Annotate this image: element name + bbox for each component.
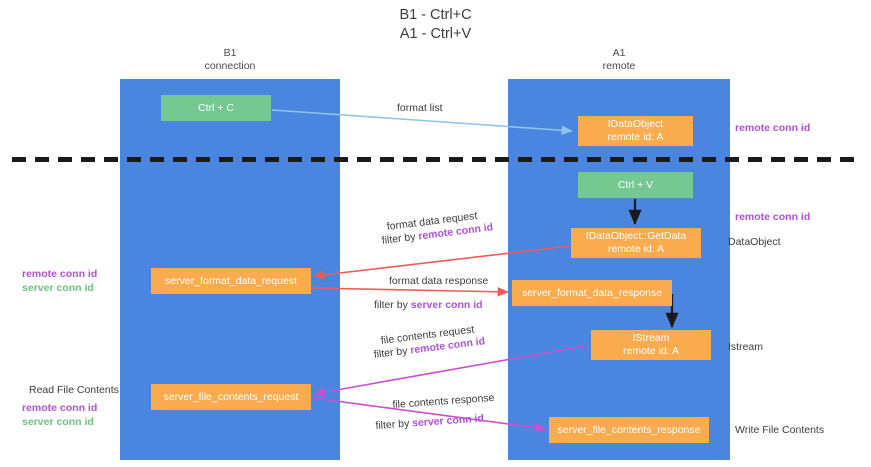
page-title: B1 - Ctrl+C A1 - Ctrl+V [0, 6, 871, 44]
box-server-format-data-request[interactable]: server_format_data_request [151, 268, 311, 294]
page-title-line2: A1 - Ctrl+V [399, 26, 472, 42]
column-header-a1: A1 remote [508, 47, 730, 72]
column-header-a1-role: remote [602, 59, 636, 72]
filter-key-server-conn-id: server conn id [410, 299, 483, 311]
side-label-left-server-conn-id-2: server conn id [22, 415, 94, 428]
box-ctrl-c-label: Ctrl + C [198, 101, 234, 114]
side-label-read-file-contents: Read File Contents [29, 384, 119, 396]
box-idataobject[interactable]: IDataObject remote id: A [578, 116, 693, 146]
box-server-file-contents-request-label: server_file_contents_request [163, 390, 299, 403]
box-server-format-data-response-label: server_format_data_response [521, 286, 663, 299]
column-header-b1-role: connection [204, 59, 256, 72]
box-server-file-contents-response-label: server_file_contents_response [557, 423, 701, 436]
box-idataobject-line2: remote id: A [607, 131, 664, 143]
box-idataobject-getdata-line1: IDataObject::GetData [585, 230, 687, 242]
arrow-label-format-data-response: format data response [389, 275, 489, 287]
side-label-remote-conn-id-top: remote conn id [735, 122, 811, 134]
side-label-left-remote-conn-id-2: remote conn id [22, 402, 98, 414]
column-header-a1-name: A1 [612, 47, 626, 59]
side-label-remote-conn-id-mid: remote conn id [735, 211, 811, 223]
page-title-line1: B1 - Ctrl+C [399, 7, 472, 23]
side-label-dataobject: DataObject [728, 236, 781, 248]
filter-prefix: filter by [375, 417, 413, 432]
box-istream-line1: IStream [632, 332, 670, 344]
box-ctrl-c[interactable]: Ctrl + C [161, 95, 271, 121]
box-server-file-contents-request[interactable]: server_file_contents_request [151, 384, 311, 410]
side-label-left-conn-ids-top: remote conn id server conn id [22, 268, 97, 295]
arrow-label-format-data-response-filter: filter by server conn id [374, 298, 483, 312]
box-idataobject-line1: IDataObject [607, 118, 664, 130]
side-label-write-file-contents: Write File Contents [735, 424, 825, 436]
column-header-b1-name: B1 [223, 47, 237, 59]
box-istream-line2: remote id: A [622, 345, 680, 357]
filter-key-server-conn-id: server conn id [411, 412, 485, 430]
box-server-format-data-response[interactable]: server_format_data_response [512, 280, 672, 306]
side-label-left-server-conn-id-1: server conn id [22, 281, 94, 294]
section-divider [12, 157, 859, 162]
arrow-label-file-contents-response-filter: filter by server conn id [375, 411, 484, 433]
filter-prefix: filter by [374, 299, 411, 311]
arrow-label-format-list: format list [397, 102, 443, 114]
side-label-istream: Istream [728, 341, 764, 353]
box-server-format-data-request-label: server_format_data_request [165, 274, 297, 287]
filter-prefix: filter by [373, 344, 412, 361]
box-ctrl-v-label: Ctrl + V [617, 178, 654, 191]
box-ctrl-v[interactable]: Ctrl + V [578, 172, 693, 198]
box-server-file-contents-response[interactable]: server_file_contents_response [549, 417, 709, 443]
filter-prefix: filter by [381, 230, 420, 247]
arrow-label-file-contents-response: file contents response [392, 391, 495, 411]
side-label-left-conn-ids-bottom: remote conn id server conn id [22, 402, 97, 429]
box-istream[interactable]: IStream remote id: A [591, 330, 711, 360]
box-idataobject-getdata[interactable]: IDataObject::GetData remote id: A [571, 228, 701, 258]
column-header-b1: B1 connection [120, 47, 340, 72]
side-label-left-remote-conn-id-1: remote conn id [22, 268, 98, 280]
box-idataobject-getdata-line2: remote id: A [607, 243, 665, 255]
